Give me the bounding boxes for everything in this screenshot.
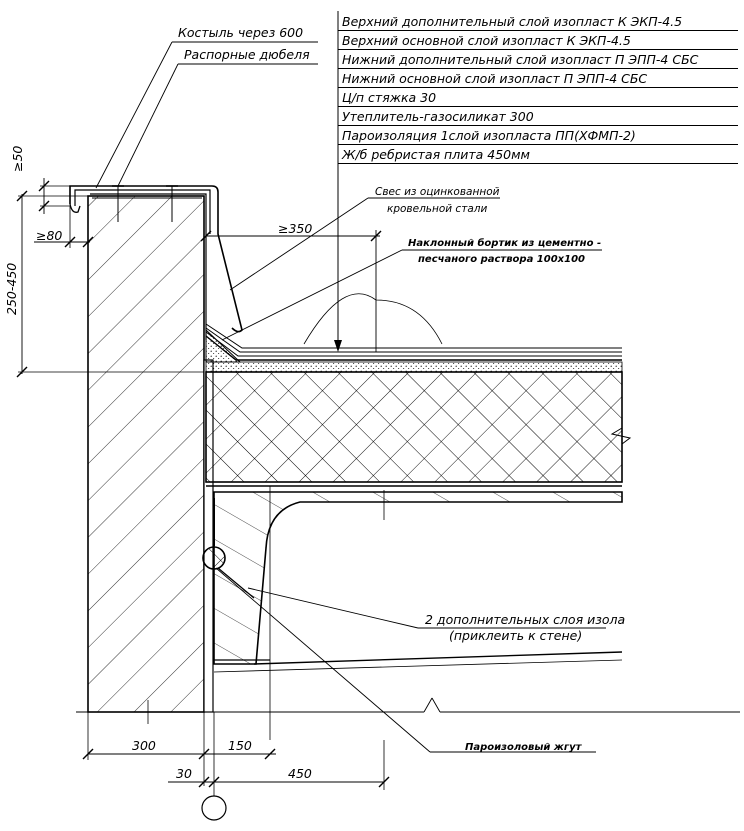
- dowels-label: Распорные дюбеля: [184, 47, 310, 62]
- dim-50: ≥50: [10, 146, 25, 172]
- layer-7-label: Пароизоляция 1слой изопласта ПП(ХФМП-2): [342, 128, 636, 143]
- layer-8-label: Ж/б ребристая плита 450мм: [341, 147, 530, 162]
- layer-2-label: Верхний основной слой изопласт К ЭКП-4.5: [342, 33, 631, 48]
- parapet-coping: [69, 185, 243, 340]
- vapor-seal-cord: [202, 546, 226, 570]
- layer-3-label: Нижний дополнительный слой изопласт П ЭП…: [342, 52, 699, 67]
- fillet-label-line2: песчаного раствора 100х100: [418, 254, 585, 265]
- dim-80: ≥80: [36, 228, 62, 243]
- grid-axis-marker: [201, 795, 227, 821]
- dimensions: 250-450 ≥50 ≥80 ≥350 300 150: [4, 146, 740, 821]
- apron-label-line1: Свес из оцинкованной: [375, 186, 500, 198]
- layer-1-label: Верхний дополнительный слой изопласт К Э…: [342, 14, 682, 29]
- dim-450: 450: [288, 766, 312, 781]
- brick-wall: [87, 195, 214, 713]
- dim-150: 150: [228, 738, 252, 753]
- extra-layers-label-line2: (приклеить к стене): [449, 628, 582, 643]
- fillet-label-line1: Наклонный бортик из цементно -: [408, 237, 601, 249]
- dim-30: 30: [176, 766, 192, 781]
- dim-250-450: 250-450: [4, 263, 19, 315]
- dim-350: ≥350: [278, 221, 312, 236]
- vapor-seal-label: Пароизоловый жгут: [465, 742, 583, 753]
- layer-legend: Верхний дополнительный слой изопласт К Э…: [334, 11, 738, 352]
- dim-300: 300: [132, 738, 156, 753]
- roof-layers: [205, 323, 632, 487]
- apron-label-line2: кровельной стали: [387, 203, 487, 215]
- crutch-label: Костыль через 600: [178, 25, 303, 40]
- ribbed-slab: [202, 491, 623, 673]
- layer-5-label: Ц/п стяжка 30: [342, 90, 436, 105]
- extra-layers-label-line1: 2 дополнительных слоя изола: [425, 612, 625, 627]
- layer-6-label: Утеплитель-газосиликат 300: [342, 109, 534, 124]
- callouts: Костыль через 600 Распорные дюбеля Свес …: [95, 25, 625, 753]
- layer-4-label: Нижний основной слой изопласт П ЭПП-4 СБ…: [342, 71, 647, 86]
